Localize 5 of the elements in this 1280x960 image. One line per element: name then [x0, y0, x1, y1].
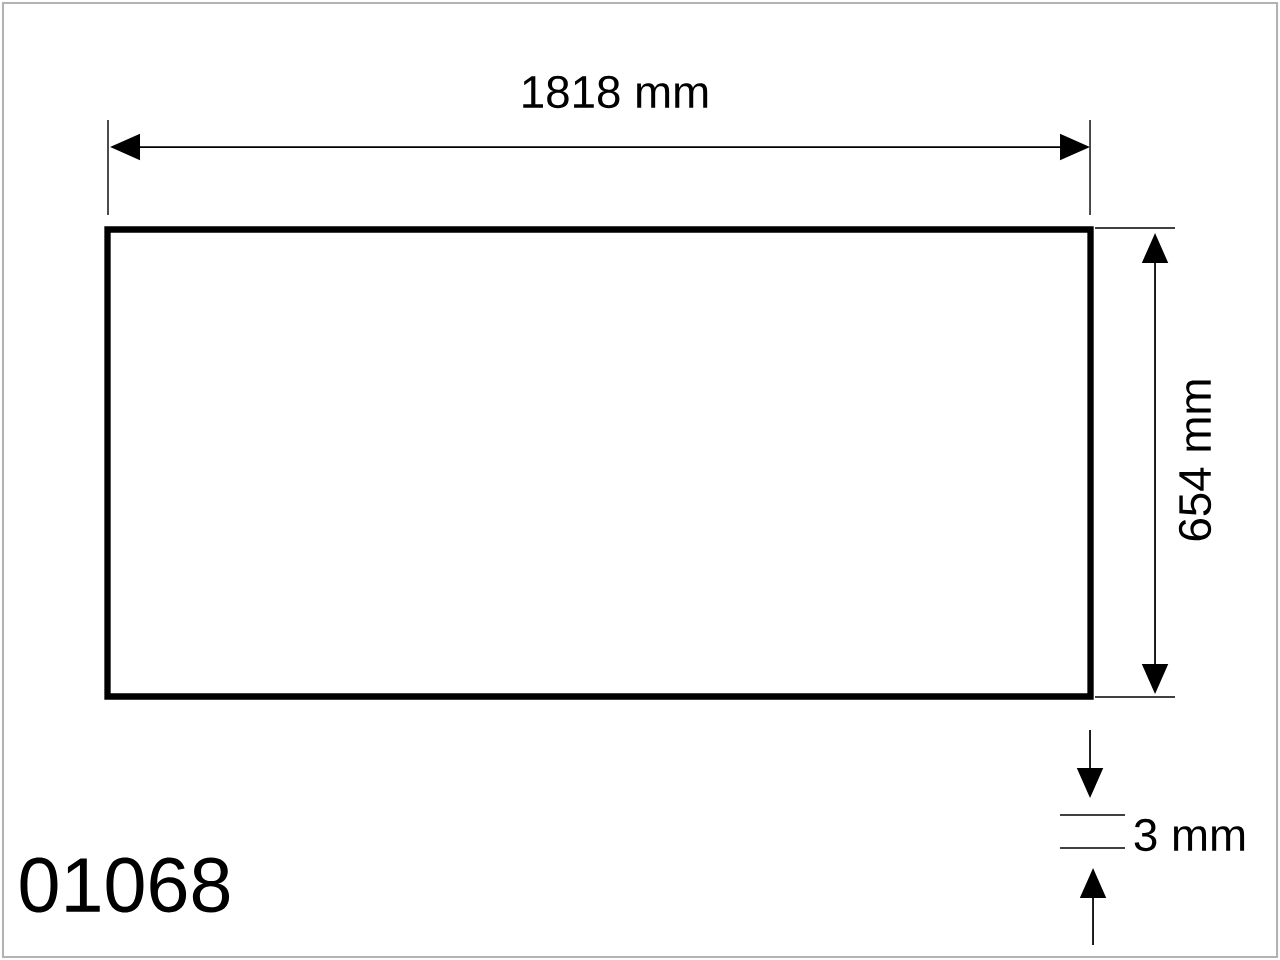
panel-outline	[104, 226, 1094, 700]
part-number: 01068	[20, 857, 230, 913]
dimension-label: 654 mm	[1178, 380, 1212, 541]
dimension-label: 1818 mm	[523, 75, 708, 109]
dimension-label: 3 mm	[1134, 818, 1245, 852]
